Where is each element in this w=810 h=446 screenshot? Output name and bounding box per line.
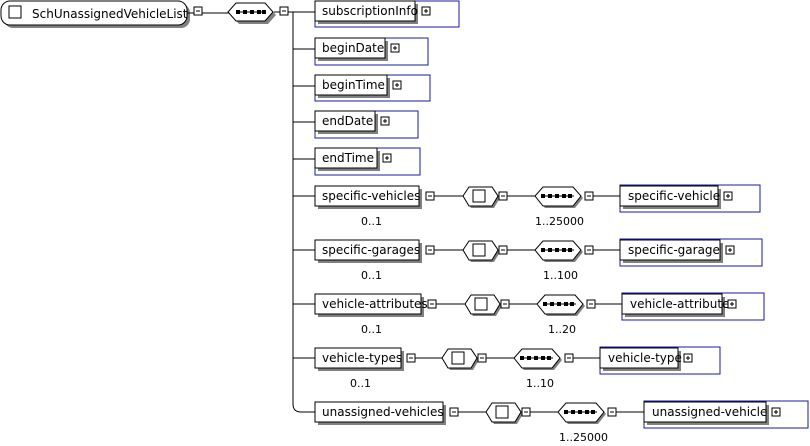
element-vehicle-attributes[interactable]: vehicle-attributes [314,293,428,317]
choice-compositor [462,240,500,262]
choice-compositor [485,402,523,424]
element-label: vehicle-attribute [630,297,729,311]
element-endTime[interactable]: endTime [314,147,421,176]
collapse-toggle[interactable] [477,353,487,363]
collapse-toggle[interactable] [500,299,510,309]
element-label: unassigned-vehicle [652,405,767,419]
expand-toggle[interactable] [771,407,781,417]
collapse-toggle[interactable] [498,191,508,201]
collapse-toggle[interactable] [584,191,594,201]
expand-toggle[interactable] [392,80,402,90]
occurrence-label: 0..1 [361,215,382,228]
element-label: specific-garage [628,243,720,257]
element-label: endTime [322,151,374,165]
root-label: SchUnassignedVehicleList [32,7,188,21]
sequence-compositor [534,186,583,208]
root-collapse-toggle[interactable] [193,6,203,16]
element-label: vehicle-type [608,351,682,365]
element-vehicle-type[interactable]: vehicle-type [599,346,721,375]
element-label: vehicle-attributes [322,297,428,311]
collapse-toggle[interactable] [498,245,508,255]
sequence-compositor [536,294,585,316]
element-label: specific-vehicles [322,189,420,203]
expand-toggle[interactable] [421,6,431,16]
collapse-toggle[interactable] [586,299,596,309]
sequence-compositor [534,240,583,262]
element-icon [8,5,22,19]
occurrence-label: 1..25000 [535,215,584,228]
sequence-compositor [227,2,276,24]
collapse-toggle[interactable] [406,353,416,363]
collapse-toggle[interactable] [427,299,437,309]
element-unassigned-vehicles[interactable]: unassigned-vehicles [314,401,446,425]
element-specific-garages[interactable]: specific-garages [314,239,422,263]
element-vehicle-attribute[interactable]: vehicle-attribute [621,292,765,321]
expand-toggle[interactable] [727,299,737,309]
occurrence-label: 1..100 [543,269,578,282]
element-label: specific-garages [322,243,420,257]
choice-compositor [462,186,500,208]
collapse-toggle[interactable] [607,407,617,417]
occurrence-label: 0..1 [350,377,371,390]
element-specific-vehicles[interactable]: specific-vehicles [314,185,422,209]
collapse-toggle[interactable] [521,407,531,417]
element-vehicle-types[interactable]: vehicle-types [314,347,404,371]
occurrence-label: 1..20 [548,323,576,336]
expand-toggle[interactable] [390,43,400,53]
collapse-toggle[interactable] [425,191,435,201]
expand-toggle[interactable] [723,191,733,201]
element-subscriptionInfo[interactable]: subscriptionInfo [314,0,460,28]
sequence-compositor [513,348,562,370]
choice-compositor [464,294,502,316]
collapse-toggle[interactable] [449,407,459,417]
sequence-collapse-toggle[interactable] [279,6,289,16]
element-label: vehicle-types [322,351,402,365]
element-specific-garage[interactable]: specific-garage [619,238,763,267]
element-specific-vehicle[interactable]: specific-vehicle [619,184,761,213]
expand-toggle[interactable] [382,153,392,163]
element-endDate[interactable]: endDate [314,110,419,139]
element-beginDate[interactable]: beginDate [314,37,429,66]
element-beginTime[interactable]: beginTime [314,74,431,102]
element-unassigned-vehicle[interactable]: unassigned-vehicle [643,400,809,429]
expand-toggle[interactable] [683,353,693,363]
element-label: endDate [322,114,373,128]
root-element[interactable]: SchUnassignedVehicleList [0,0,190,28]
expand-toggle[interactable] [380,116,390,126]
occurrence-label: 0..1 [361,323,382,336]
collapse-toggle[interactable] [564,353,574,363]
occurrence-label: 0..1 [361,269,382,282]
expand-toggle[interactable] [725,245,735,255]
collapse-toggle[interactable] [584,245,594,255]
choice-compositor [441,348,479,370]
collapse-toggle[interactable] [425,245,435,255]
element-label: beginDate [322,41,384,55]
element-label: unassigned-vehicles [322,405,444,419]
sequence-compositor [557,402,606,424]
element-label: specific-vehicle [628,189,720,203]
element-label: beginTime [322,78,385,92]
occurrence-label: 1..25000 [559,431,608,444]
element-label: subscriptionInfo [322,4,418,18]
occurrence-label: 1..10 [526,377,554,390]
